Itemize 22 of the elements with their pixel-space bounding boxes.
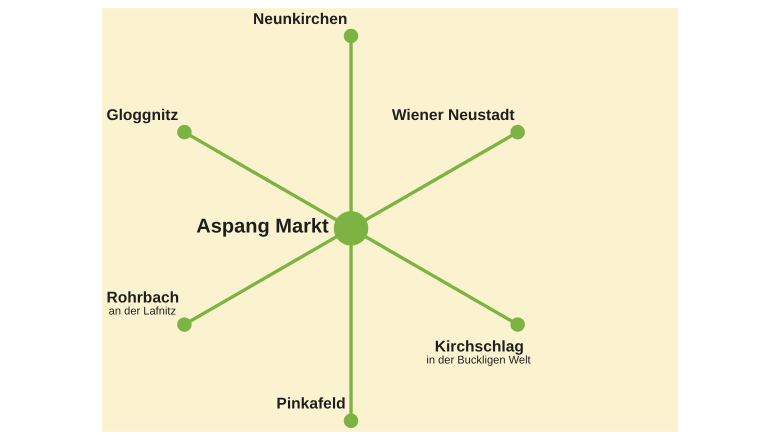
node-circle	[177, 317, 192, 332]
node-label: Neunkirchen	[253, 10, 348, 28]
connector	[189, 235, 338, 323]
node-label: in der Buckligen Welt	[426, 354, 531, 367]
node-label: Wiener Neustadt	[392, 107, 515, 124]
node-label: Gloggnitz	[106, 107, 178, 124]
node-circle	[510, 317, 525, 332]
node-circle	[344, 28, 358, 44]
connector	[189, 134, 338, 222]
node-circle	[344, 414, 358, 428]
node-circle	[510, 124, 525, 140]
node-label: an der Lafnitz	[108, 306, 176, 318]
node-label: Rohrbach	[106, 290, 180, 307]
connector	[349, 42, 353, 212]
node-circle	[177, 124, 192, 140]
node-label: Pinkafeld	[276, 396, 346, 413]
node-circle	[334, 211, 368, 246]
node-label: Kirchschlag	[434, 338, 524, 356]
connector	[364, 134, 513, 222]
node-label: Aspang Markt	[196, 216, 329, 238]
connector	[364, 235, 513, 323]
connector	[349, 245, 353, 414]
